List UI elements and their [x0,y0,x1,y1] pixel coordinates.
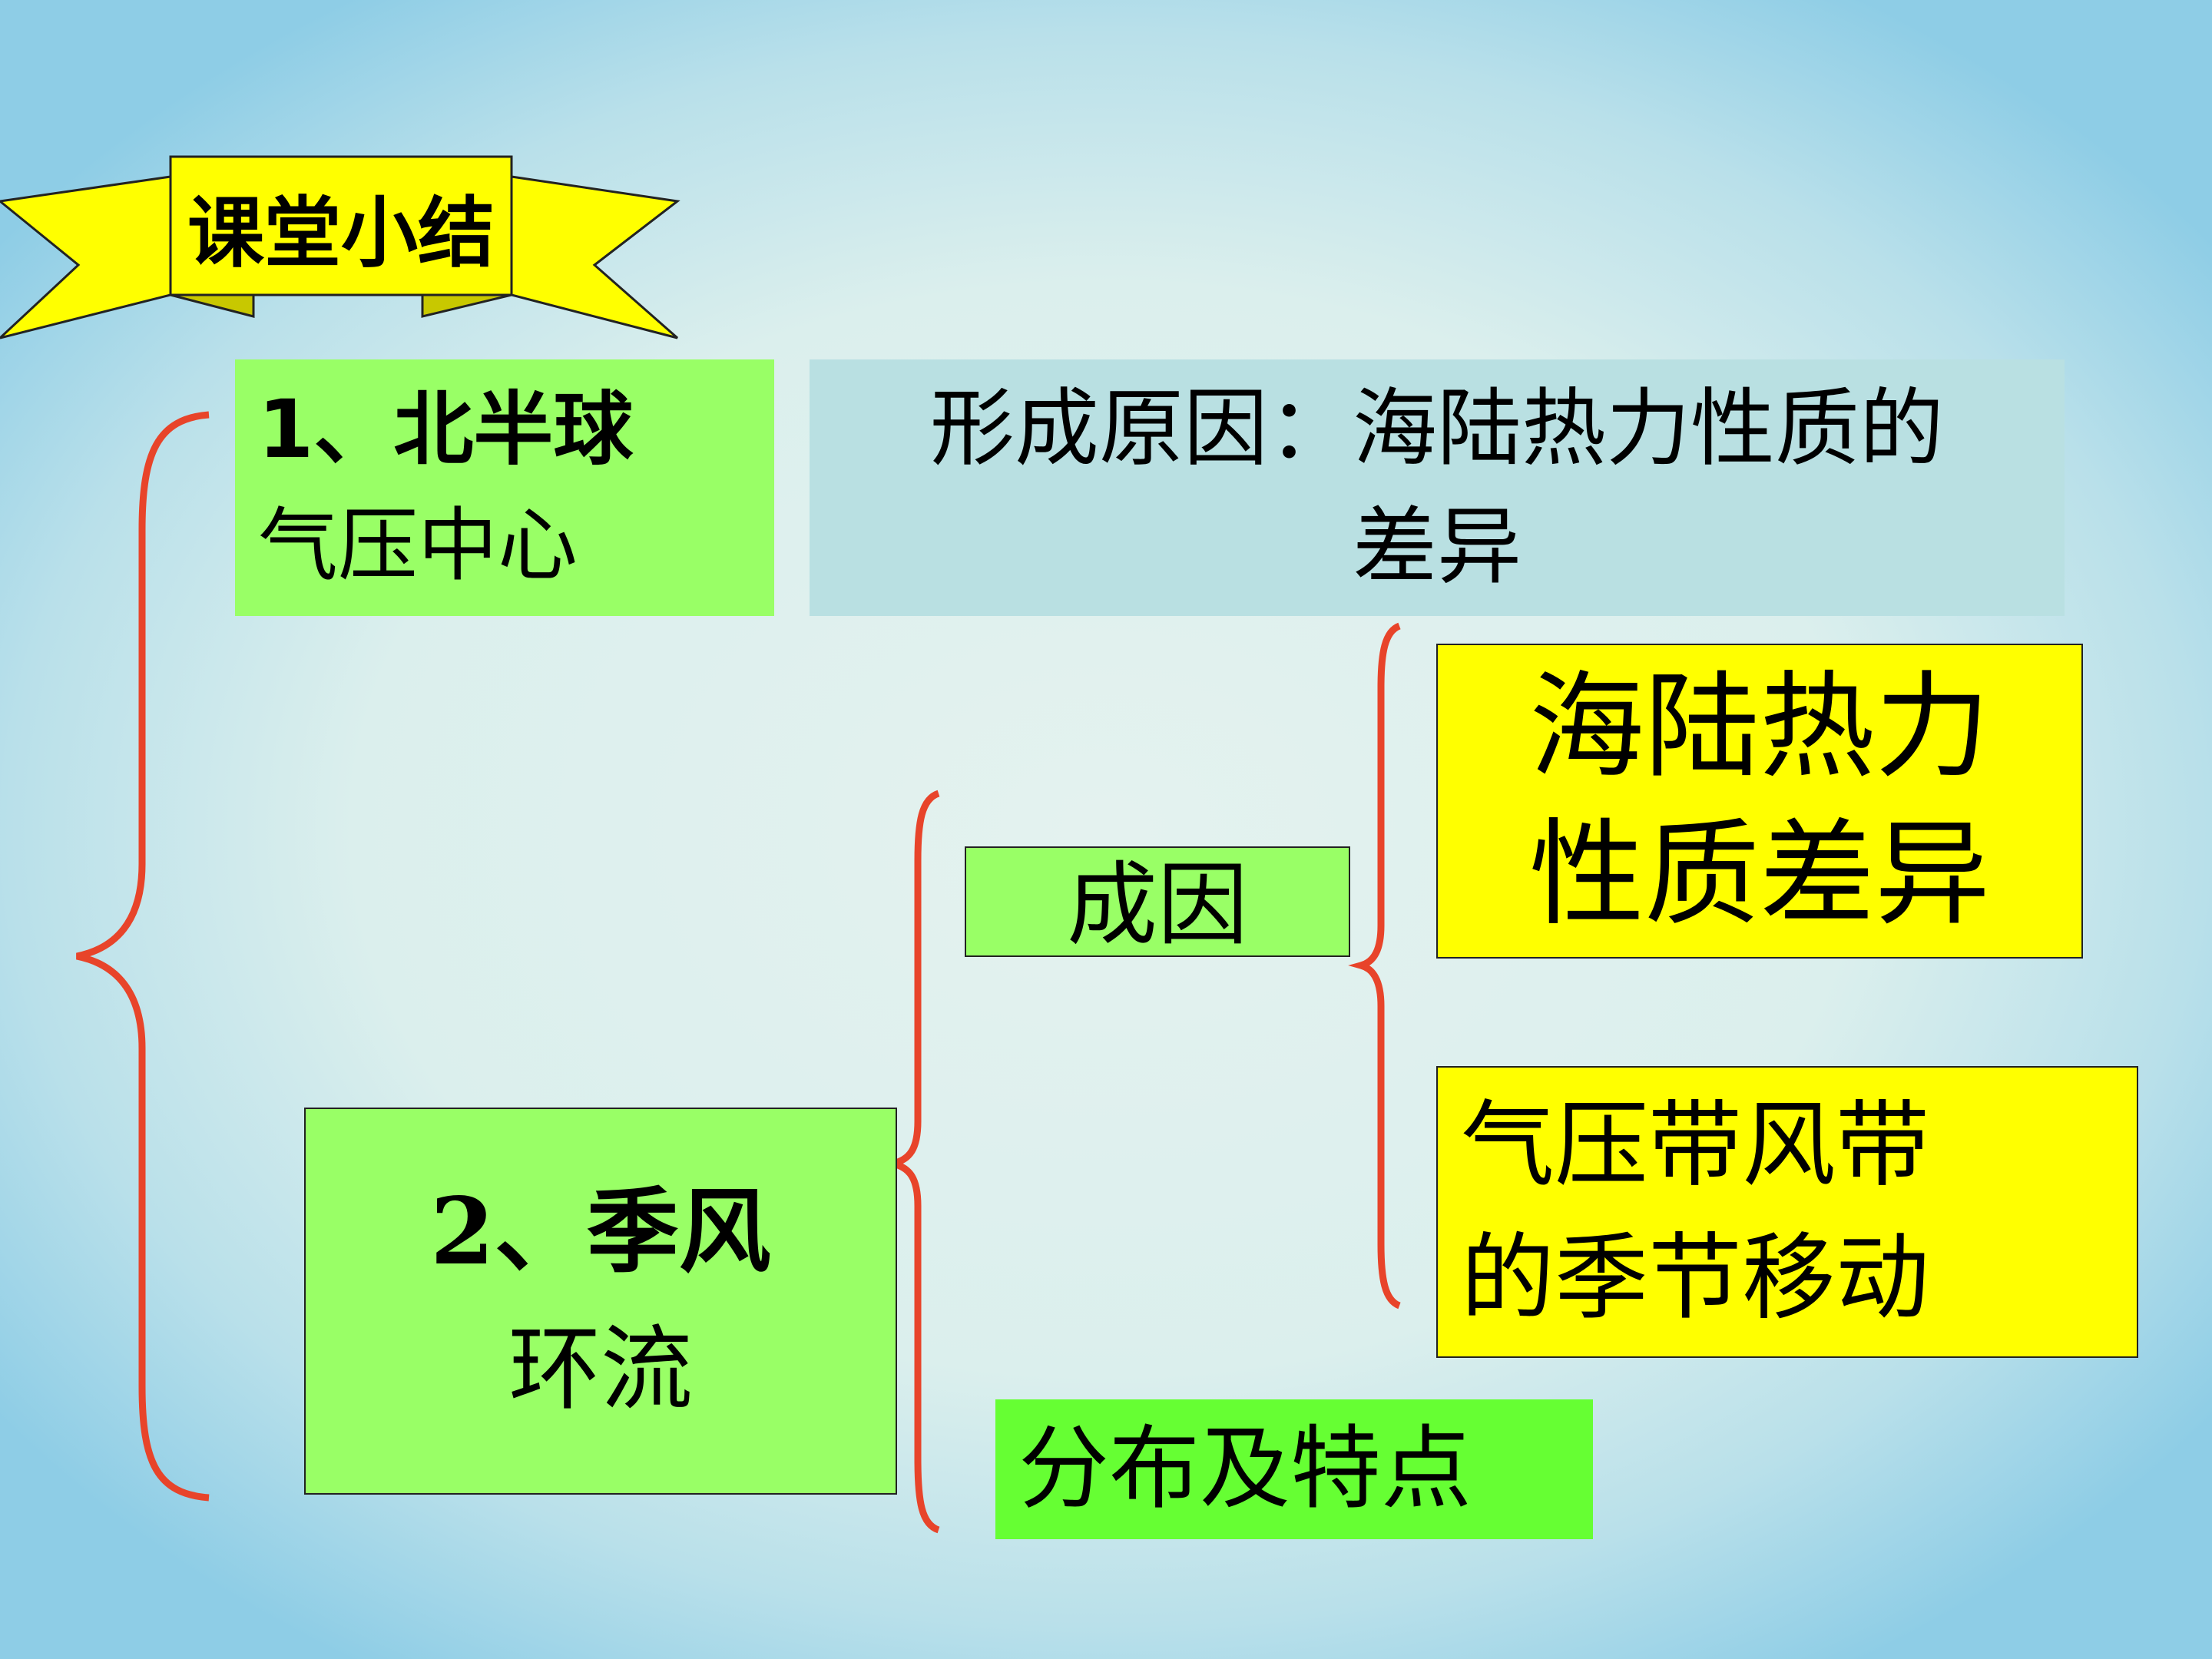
formation-reason-box: 形成原因：海陆热力性质的 差异 [810,359,2065,616]
cause-brace [1348,622,1402,1310]
left-brace [76,411,210,1502]
formation-reason-line1: 形成原因：海陆热力性质的 [930,379,1944,478]
monsoon-brace [891,790,940,1534]
cause-label: 成因 [1066,852,1248,959]
cause-belt-shift-line2: 的季节移动 [1461,1224,1929,1333]
node-monsoon-box: 2、季风 环流 [304,1108,897,1495]
cause-box: 成因 [965,846,1350,959]
cause-belt-shift-box: 气压带风带 的季节移动 [1436,1066,2138,1358]
distribution-label: 分布及特点 [1018,1416,1472,1522]
node-pressure-center: 1、北半球 气压中心 [235,359,774,616]
formation-reason-line2: 差异 [1353,498,1522,596]
node-pressure-center-line2: 气压中心 [258,498,578,592]
title-ribbon [0,155,680,339]
title-label: 课堂小结 [187,187,495,278]
cause-belt-shift-line1: 气压带风带 [1461,1090,1929,1200]
cause-land-sea-line1: 海陆热力 [1528,661,1990,794]
cause-land-sea-box: 海陆热力 性质差异 [1436,644,2083,959]
distribution-box: 分布及特点 [995,1399,1593,1539]
node-monsoon-line2: 环流 [508,1316,693,1423]
cause-land-sea-line2: 性质差异 [1528,808,1990,942]
node-pressure-center-line1: 1、北半球 [258,382,634,477]
node-monsoon-line1: 2、季风 [430,1177,771,1286]
